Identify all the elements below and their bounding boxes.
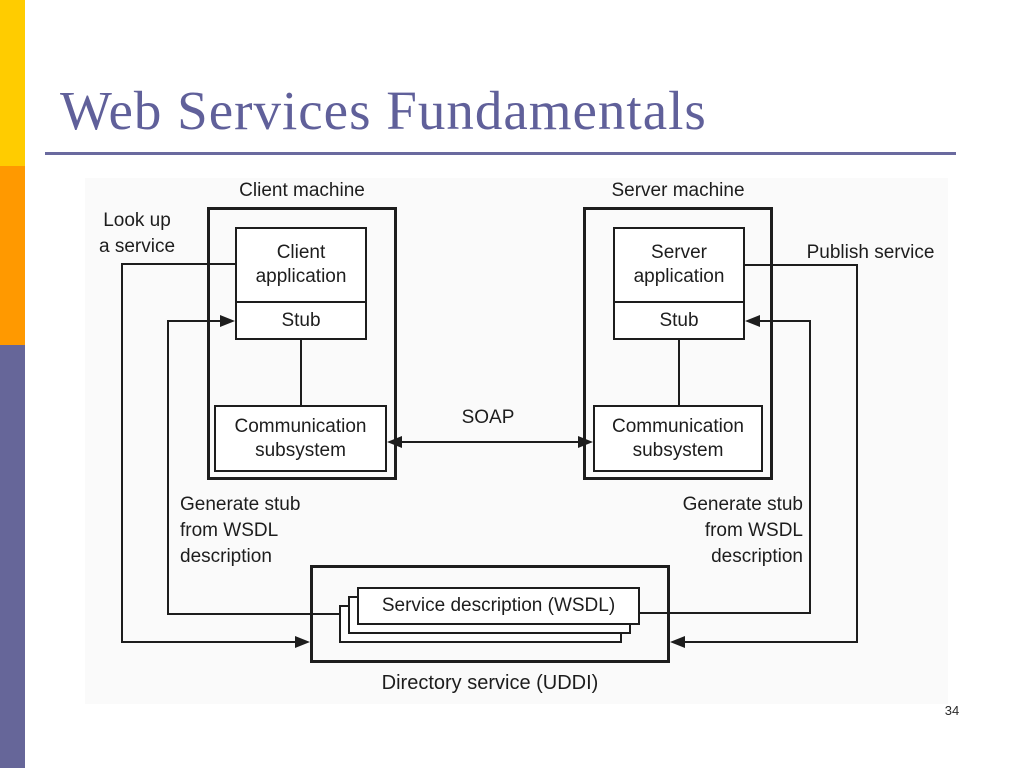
server-comm-subsystem-box: Communication subsystem (593, 405, 763, 472)
page-number: 34 (944, 703, 960, 718)
directory-service-label: Directory service (UDDI) (381, 672, 599, 694)
client-application-label: Client application (237, 229, 365, 303)
soap-arrow-line (395, 441, 585, 443)
publish-arrowhead (670, 636, 685, 648)
lookup-line-vertical (121, 263, 123, 643)
publish-service-label: Publish service (806, 242, 935, 263)
server-generate-arrowhead (745, 315, 760, 327)
accent-bar-purple (0, 345, 25, 768)
soap-label: SOAP (461, 407, 515, 428)
publish-line-bottom (684, 641, 858, 643)
directory-service-box (310, 565, 670, 663)
server-stub-label: Stub (659, 309, 699, 331)
server-generate-line-top (759, 320, 811, 322)
client-application-box: Client application Stub (235, 227, 367, 340)
client-machine-box (207, 207, 397, 480)
soap-arrowhead-left (387, 436, 402, 448)
client-generate-line-vertical (167, 320, 169, 615)
server-generate-line-bottom (640, 612, 811, 614)
server-generate-line-vertical (809, 320, 811, 614)
accent-bar-orange (0, 166, 25, 345)
slide-title: Web Services Fundamentals (60, 80, 707, 141)
server-application-box: Server application Stub (613, 227, 745, 340)
server-machine-label: Server machine (611, 180, 745, 201)
client-comm-subsystem-box: Communication subsystem (214, 405, 387, 472)
publish-line-top (745, 264, 858, 266)
client-generate-arrowhead (220, 315, 235, 327)
lookup-line-top (122, 263, 236, 265)
publish-line-vertical (856, 264, 858, 643)
client-generate-stub-label: Generate stub from WSDL description (180, 494, 301, 567)
web-services-diagram: Client machine Server machine Client app… (85, 178, 948, 704)
client-generate-line-top (167, 320, 221, 322)
server-generate-stub-label: Generate stub from WSDL description (682, 494, 803, 567)
service-description-box-front: Service description (WSDL) (357, 587, 640, 625)
client-machine-label: Client machine (239, 180, 365, 201)
lookup-arrowhead (295, 636, 310, 648)
title-underline (45, 152, 956, 155)
server-application-label: Server application (615, 229, 743, 303)
lookup-service-label: Look up a service (98, 210, 176, 257)
accent-bar-yellow (0, 0, 25, 166)
soap-arrowhead-right (578, 436, 593, 448)
server-stub-comm-connector (678, 340, 680, 405)
client-stub-label: Stub (281, 309, 321, 331)
lookup-line-bottom (121, 641, 296, 643)
client-generate-line-bottom (167, 613, 340, 615)
server-machine-box (583, 207, 773, 480)
client-stub-comm-connector (300, 340, 302, 405)
